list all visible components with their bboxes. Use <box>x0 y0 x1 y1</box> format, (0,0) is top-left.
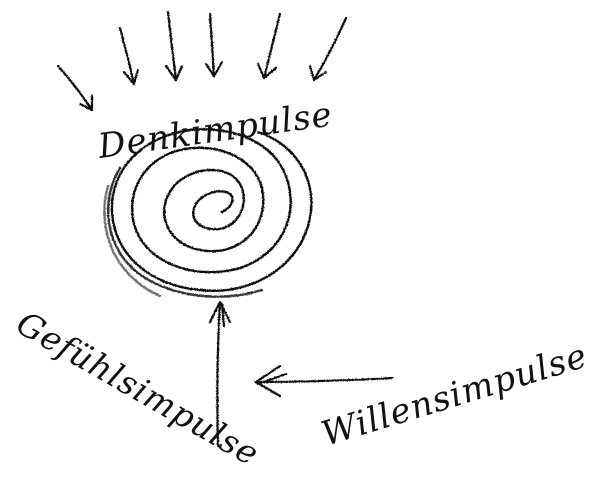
label-willensimpulse: Willensimpulse <box>317 336 592 455</box>
denk-arrow-6 <box>310 18 346 80</box>
label-gefuehlsimpulse: Gefühlsimpulse <box>10 303 266 473</box>
denk-arrow-4 <box>206 14 222 76</box>
denk-arrow-2 <box>120 28 138 84</box>
denk-arrow-5 <box>258 14 280 78</box>
denk-arrows <box>58 12 346 110</box>
willen-arrow <box>256 366 392 396</box>
label-denkimpulse: Denkimpulse <box>95 94 335 167</box>
denk-arrow-1 <box>58 66 92 110</box>
denk-arrow-3 <box>166 12 182 80</box>
